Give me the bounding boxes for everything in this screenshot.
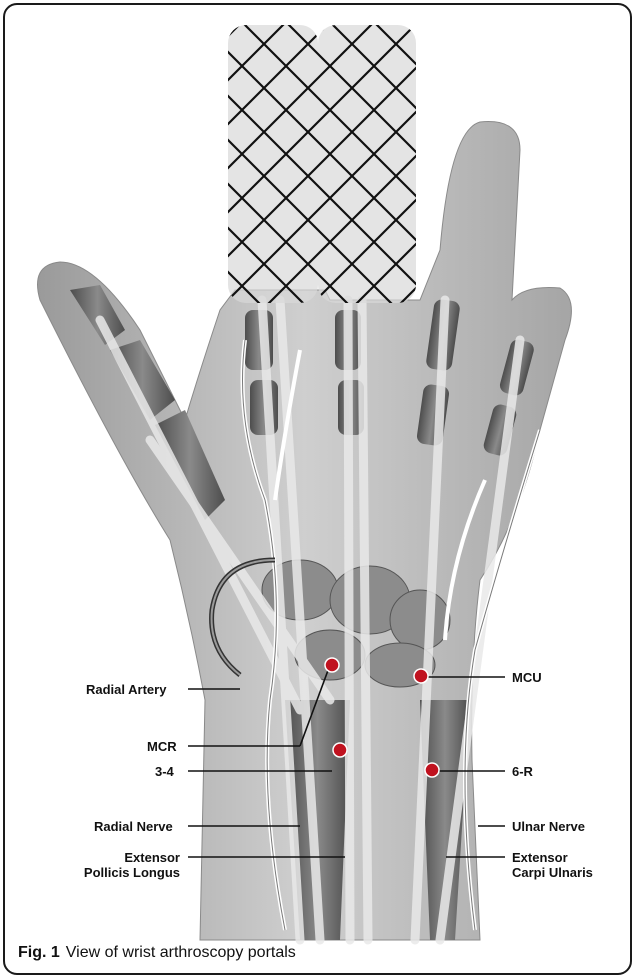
finger-traps [228, 25, 416, 303]
label-3-4: 3-4 [155, 764, 174, 779]
figure-caption: Fig. 1 View of wrist arthroscopy portals [18, 944, 296, 962]
label-extensor-carpi-ulnaris: Extensor Carpi Ulnaris [512, 850, 593, 880]
portal-dot-3-4 [333, 743, 347, 757]
label-ecu-line1: Extensor [512, 850, 593, 865]
figure-caption-text: View of wrist arthroscopy portals [66, 944, 296, 961]
label-radial-nerve: Radial Nerve [94, 819, 173, 834]
label-radial-artery: Radial Artery [86, 682, 166, 697]
portal-dot-6-r [425, 763, 439, 777]
label-epl-line2: Pollicis Longus [68, 865, 180, 880]
label-mcr: MCR [147, 739, 177, 754]
portal-dot-mcu [414, 669, 428, 683]
figure-number: Fig. 1 [18, 944, 60, 961]
label-epl-line1: Extensor [68, 850, 180, 865]
label-ulnar-nerve: Ulnar Nerve [512, 819, 585, 834]
portal-dot-mcr [325, 658, 339, 672]
label-6-r: 6-R [512, 764, 533, 779]
label-ecu-line2: Carpi Ulnaris [512, 865, 593, 880]
label-extensor-pollicis-longus: Extensor Pollicis Longus [68, 850, 180, 880]
label-mcu: MCU [512, 670, 542, 685]
